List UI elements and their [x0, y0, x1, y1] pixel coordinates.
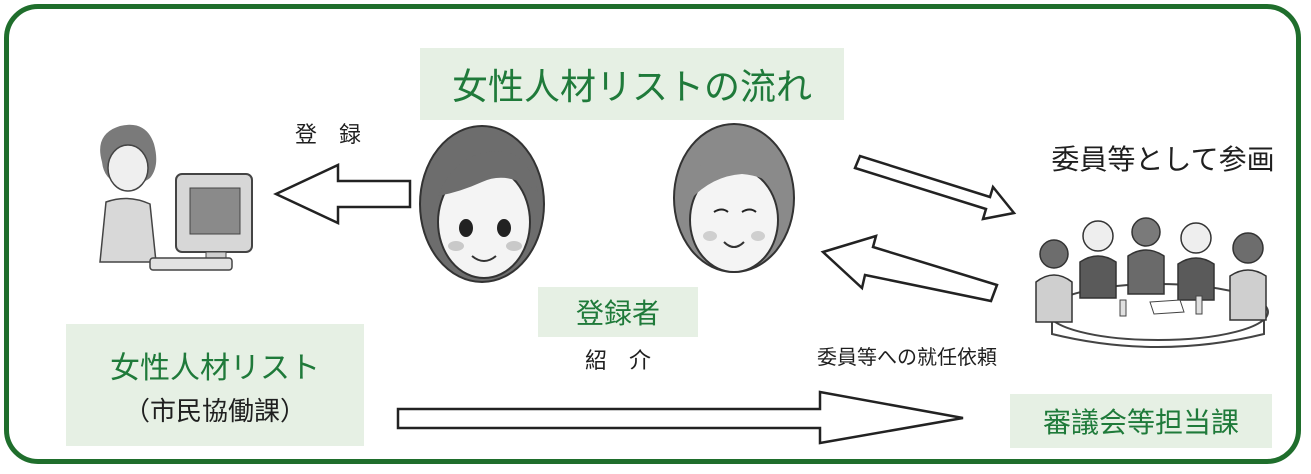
older-woman-face-icon	[673, 123, 795, 273]
registration-label: 登 録	[294, 123, 361, 148]
request-label: 委員等への就任依頼	[817, 344, 997, 369]
committee-label: 委員等として参画	[1051, 143, 1275, 176]
meeting-group-icon	[1035, 217, 1269, 348]
diagram-title: 女性人材リストの流れ	[420, 48, 844, 120]
talent-list-title: 女性人材リスト	[110, 350, 320, 386]
arrow-request	[820, 234, 999, 303]
department-label: 審議会等担当課	[1010, 394, 1272, 448]
woman-at-computer-icon	[99, 124, 253, 271]
arrow-introduction	[396, 390, 964, 445]
talent-list-subtitle: （市民協働課）	[123, 396, 306, 427]
young-woman-face-icon	[419, 125, 545, 283]
arrow-participation	[853, 154, 1017, 221]
introduction-label: 紹 介	[584, 349, 651, 374]
talent-list-box: 女性人材リスト （市民協働課）	[66, 324, 364, 446]
diagram-frame	[4, 4, 1301, 464]
arrow-registration	[273, 163, 412, 225]
registrants-label: 登録者	[538, 287, 698, 337]
